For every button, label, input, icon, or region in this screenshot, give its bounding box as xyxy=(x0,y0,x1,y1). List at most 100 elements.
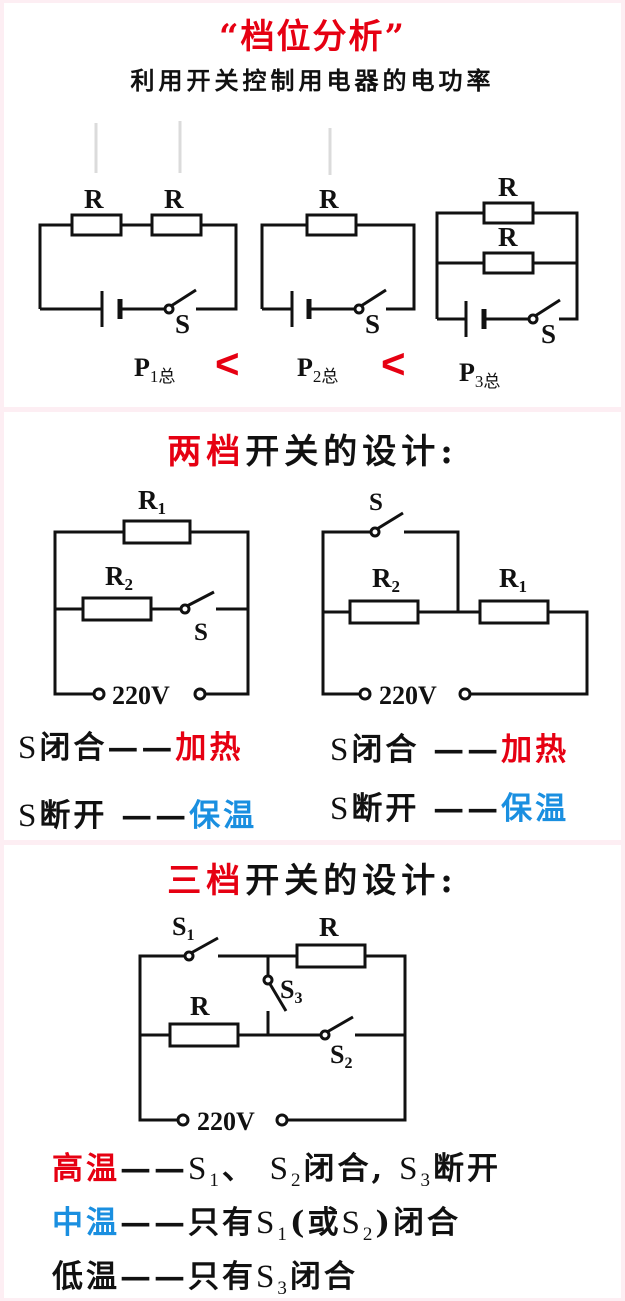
resistor-label: R xyxy=(319,184,339,214)
circuit-two-gear-right xyxy=(321,511,589,701)
wire xyxy=(470,610,589,696)
voltage-label: 220V xyxy=(112,681,170,710)
gear-analysis-title: “档位分析” xyxy=(218,17,407,57)
resistor-r2 xyxy=(81,596,153,622)
resistor-r1 xyxy=(122,519,192,545)
s1-label: S1 xyxy=(172,912,194,944)
three-gear-circuit: S1 R S3 R S2 220V xyxy=(138,912,407,1136)
terminal xyxy=(358,687,372,701)
switch-label: S xyxy=(365,309,380,339)
power-3: P3总 xyxy=(459,358,500,391)
switch-s1-blade xyxy=(190,936,219,955)
switch-s3-blade xyxy=(268,983,288,1012)
resistor-label: R xyxy=(84,184,104,214)
resistor-label: R xyxy=(498,172,518,202)
switch-blade xyxy=(170,288,197,308)
steam-decoration xyxy=(94,121,332,175)
switch-s3-pivot xyxy=(262,974,274,986)
voltage-label: 220V xyxy=(379,681,437,710)
panel-gear-analysis: “档位分析” 利用开关控制用电器的电功率 xyxy=(4,3,621,407)
switch-label: S xyxy=(369,489,383,516)
resistor-top xyxy=(295,943,367,969)
panel-two-gear: 两档开关的设计: xyxy=(4,412,621,840)
switch-pivot xyxy=(369,526,381,538)
voltage-label: 220V xyxy=(197,1107,255,1136)
resistor xyxy=(150,213,203,237)
wire xyxy=(260,223,307,309)
power-1: P1总 xyxy=(134,353,175,386)
resistor-label: R xyxy=(190,991,210,1021)
resistor-r2 xyxy=(348,599,420,625)
power-2: P2总 xyxy=(297,353,338,386)
resistor xyxy=(305,213,358,237)
wire xyxy=(190,530,250,696)
resistor-label: R xyxy=(498,222,518,252)
switch-label: S xyxy=(194,619,208,646)
circuit-series xyxy=(38,213,238,327)
switch-label: S xyxy=(541,319,556,349)
less-than-sign: < xyxy=(381,340,406,387)
switch-blade xyxy=(376,511,404,531)
wire xyxy=(533,211,579,321)
resistor-label: R xyxy=(164,184,184,214)
switch-pivot xyxy=(179,603,191,615)
gear-analysis-circuits: R R S R S R R S P1总 P2总 P3总 xyxy=(38,121,579,391)
wire xyxy=(287,954,407,1122)
wire xyxy=(38,223,72,309)
s3-label: S3 xyxy=(280,975,302,1007)
terminal xyxy=(193,687,207,701)
wire xyxy=(53,530,124,696)
switch-blade xyxy=(534,298,561,318)
medium-temp-caption: 中温——只有S1(或S2)闭合 xyxy=(52,1205,462,1246)
left-closed-caption: S闭合——加热 xyxy=(18,730,244,766)
two-gear-title: 两档开关的设计: xyxy=(4,424,621,473)
circuit-three-gear xyxy=(138,936,407,1127)
three-gear-title-black: 开关的设计: xyxy=(245,861,458,901)
switch-s2-blade xyxy=(326,1015,354,1034)
switch-blade xyxy=(186,590,215,608)
circuit-single xyxy=(260,213,416,327)
high-temp-caption: 高温——S1、 S2闭合, S3断开 xyxy=(52,1151,501,1192)
three-gear-title-red: 三档 xyxy=(167,861,246,901)
wire xyxy=(435,211,484,319)
three-gear-title: 三档开关的设计: xyxy=(4,853,621,902)
r2-label: R2 xyxy=(372,563,400,596)
wire xyxy=(138,954,184,1122)
left-open-caption: S断开 ——保温 xyxy=(18,798,258,834)
resistor-bottom xyxy=(168,1022,240,1048)
r1-label: R1 xyxy=(499,563,527,596)
r2-label: R2 xyxy=(105,561,133,594)
gear-analysis-subtitle: 利用开关控制用电器的电功率 xyxy=(130,66,495,95)
wire xyxy=(404,530,460,612)
wire xyxy=(356,223,416,311)
less-than-sign: < xyxy=(215,340,240,387)
panel-three-gear: 三档开关的设计: xyxy=(4,845,621,1298)
switch-pivot xyxy=(527,313,539,325)
circuit-parallel xyxy=(435,201,579,337)
terminal xyxy=(458,687,472,701)
resistor xyxy=(70,213,123,237)
switch-label: S xyxy=(175,309,190,339)
terminal xyxy=(275,1113,289,1127)
terminal xyxy=(92,687,106,701)
resistor-r1 xyxy=(478,599,550,625)
two-gear-circuits: R1 R2 S 220V S R2 R1 220V xyxy=(53,485,589,710)
right-closed-caption: S闭合 ——加热 xyxy=(330,732,570,768)
r1-label: R1 xyxy=(138,485,166,518)
wire xyxy=(196,223,238,311)
s2-label: S2 xyxy=(330,1040,352,1072)
switch-s1-pivot xyxy=(183,950,195,962)
switch-blade xyxy=(360,288,387,308)
resistor-label: R xyxy=(319,912,339,942)
right-open-caption: S断开 ——保温 xyxy=(330,791,570,827)
resistor xyxy=(482,201,535,225)
resistor xyxy=(482,251,535,275)
switch-pivot xyxy=(163,303,175,315)
two-gear-title-red: 两档 xyxy=(167,432,246,472)
terminal xyxy=(176,1113,190,1127)
circuit-two-gear-left xyxy=(53,519,250,701)
low-temp-caption: 低温——只有S3闭合 xyxy=(52,1259,358,1300)
two-gear-title-black: 开关的设计: xyxy=(245,432,458,472)
switch-s2-pivot xyxy=(319,1029,331,1041)
